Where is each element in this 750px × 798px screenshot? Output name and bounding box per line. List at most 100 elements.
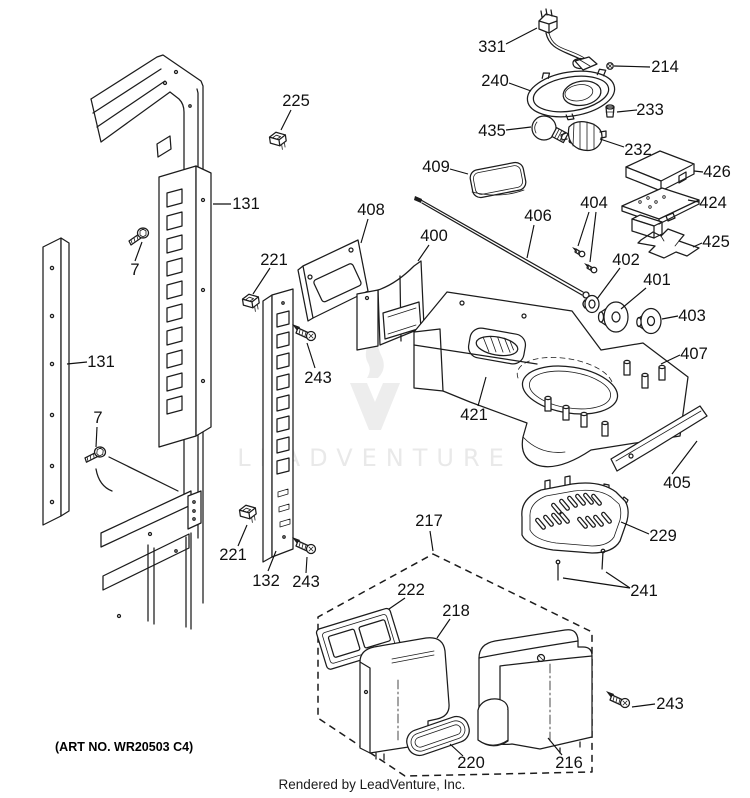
part-drawing-screw-7-top xyxy=(128,227,150,246)
part-callout-425: 425 xyxy=(692,233,730,251)
callout-leader-line xyxy=(671,440,698,475)
part-drawing-socket-232 xyxy=(560,120,607,152)
part-drawing-shield-425 xyxy=(637,228,700,259)
part-drawing-pin-241-left xyxy=(555,559,561,581)
part-callout-408: 408 xyxy=(357,201,385,244)
part-number-label: 402 xyxy=(612,251,640,269)
callout-leader-line xyxy=(692,242,703,248)
part-drawing-screw-404-b xyxy=(583,262,598,274)
part-number-label: 131 xyxy=(87,353,115,371)
callout-leader-line xyxy=(417,244,430,262)
part-callout-243: 243 xyxy=(631,695,684,713)
part-number-label: 406 xyxy=(524,207,552,225)
part-drawing-cover-426 xyxy=(625,150,695,192)
part-callout-421: 421 xyxy=(460,376,488,424)
part-callout-131: 131 xyxy=(213,195,260,213)
part-number-label: 425 xyxy=(702,233,730,251)
part-callout-232: 232 xyxy=(599,138,652,159)
part-number-label: 229 xyxy=(649,527,677,545)
part-drawing-screw-214 xyxy=(606,62,614,70)
part-number-label: 405 xyxy=(663,474,691,492)
callout-leader-line xyxy=(449,168,469,175)
callout-leader-line xyxy=(505,126,532,131)
part-number-label: 421 xyxy=(460,406,488,424)
part-number-label: 225 xyxy=(282,92,310,110)
callout-leader-line xyxy=(547,737,563,756)
part-drawing-clip-221-top xyxy=(241,292,261,314)
callout-leader-line xyxy=(306,342,316,369)
part-drawing-rail-131-center xyxy=(158,165,212,448)
part-callout-401: 401 xyxy=(620,271,671,310)
part-callout-233: 233 xyxy=(616,101,664,119)
part-number-label: 401 xyxy=(643,271,671,289)
callout-leader-line xyxy=(508,82,532,92)
part-number-label: 217 xyxy=(415,512,443,530)
part-callout-241: 241 xyxy=(562,571,658,600)
callout-leader-line xyxy=(95,426,98,448)
part-drawing-clip-221-bottom xyxy=(238,503,258,525)
part-drawing-screw-243-mid xyxy=(291,536,317,555)
part-drawing-bulb-435 xyxy=(531,115,574,144)
footer-credit: Rendered by LeadVenture, Inc. xyxy=(279,777,466,792)
part-number-label: 243 xyxy=(304,369,332,387)
part-callout-131: 131 xyxy=(66,353,115,371)
part-drawing-strip-405 xyxy=(610,405,708,472)
part-callout-220: 220 xyxy=(449,743,485,772)
part-drawing-screw-404-a xyxy=(571,246,586,258)
part-callout-400: 400 xyxy=(417,227,448,262)
part-number-label: 435 xyxy=(478,122,506,140)
part-number-label: 233 xyxy=(636,101,664,119)
part-drawing-screw-243-top xyxy=(291,323,317,342)
part-group-boundary-217 xyxy=(317,553,593,777)
part-callout-217: 217 xyxy=(415,512,443,552)
part-number-label: 424 xyxy=(699,194,727,212)
part-number-label: 7 xyxy=(130,261,139,279)
part-drawing-shaft-406 xyxy=(414,196,597,305)
part-callout-426: 426 xyxy=(693,163,731,181)
callout-leader-line xyxy=(577,211,590,247)
callout-leader-line xyxy=(305,556,308,574)
part-number-label: 214 xyxy=(651,58,679,76)
part-number-label: 222 xyxy=(397,581,425,599)
part-callout-132: 132 xyxy=(252,550,280,590)
callout-leader-line xyxy=(526,224,535,259)
part-number-label: 232 xyxy=(624,141,652,159)
part-number-label: 403 xyxy=(678,307,706,325)
part-callout-409: 409 xyxy=(422,158,469,176)
part-drawing-roller-403 xyxy=(636,307,662,335)
callout-leader-line xyxy=(66,361,88,365)
callout-leader-line xyxy=(388,597,406,610)
part-number-label: 216 xyxy=(555,754,583,772)
part-number-label: 7 xyxy=(93,409,102,427)
part-number-label: 243 xyxy=(292,573,320,591)
part-callout-225: 225 xyxy=(280,92,310,131)
callout-leader-line xyxy=(596,267,621,300)
callout-leader-line xyxy=(687,199,700,203)
callout-leader-line xyxy=(616,109,638,113)
callout-leader-line xyxy=(661,315,679,320)
part-drawing-duct-216 xyxy=(477,629,593,754)
part-number-label: 407 xyxy=(680,345,708,363)
callout-leader-line xyxy=(237,524,248,547)
part-number-label: 221 xyxy=(260,251,288,269)
part-callout-243: 243 xyxy=(304,342,332,387)
part-drawing-pad-409 xyxy=(469,161,527,199)
part-drawing-pin-241-right xyxy=(599,548,606,570)
callout-leader-line xyxy=(620,287,647,310)
callout-leader-line xyxy=(252,267,271,295)
part-drawing-rail-131-left xyxy=(42,237,70,526)
part-callout-406: 406 xyxy=(524,207,552,259)
part-drawing-washer-402 xyxy=(582,294,600,314)
callout-leader-line xyxy=(505,27,538,45)
callout-leader-line xyxy=(693,170,704,173)
part-drawing-clip-225 xyxy=(268,130,288,152)
part-drawing-plate-408 xyxy=(297,239,369,322)
part-callout-221: 221 xyxy=(252,251,288,295)
part-drawing-plug-233 xyxy=(605,104,615,118)
callout-leader-line xyxy=(660,354,681,365)
part-drawing-screw-7-bottom xyxy=(83,444,107,466)
part-number-label: 220 xyxy=(457,754,485,772)
part-callout-407: 407 xyxy=(660,345,708,365)
